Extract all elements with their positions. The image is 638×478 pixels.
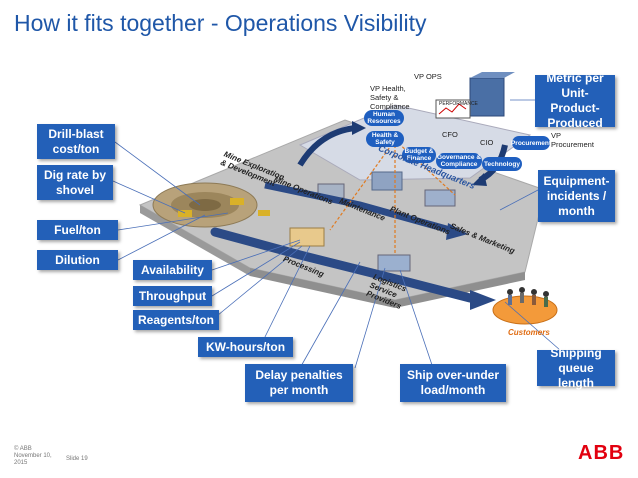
haul-truck-2 [230, 198, 244, 205]
cio-label: CIO [480, 138, 494, 147]
footer-date: November 10, 2015 [14, 453, 52, 466]
abb-logo: ABB [578, 442, 625, 464]
flow-arrow-upper [264, 181, 451, 234]
drill-blast-box: Drill-blast cost/ton [37, 124, 115, 159]
flow-arrow-main [210, 227, 475, 303]
human-resources-pill: Human Resources [364, 110, 404, 126]
technology-pill: Technology [482, 157, 522, 171]
procurement-pill: Procurement [511, 136, 551, 150]
dig-rate-box: Dig rate by shovel [37, 165, 113, 200]
platform-edge-right [250, 268, 525, 308]
budget-finance-pill: Budget & Finance [402, 147, 436, 163]
governance-pill: Governance & Compliance [436, 153, 482, 169]
page-title: How it fits together - Operations Visibi… [14, 10, 427, 36]
customers-label: Customers [508, 328, 550, 337]
vp-hsc-label: VP Health, Safety & Compliance [370, 84, 410, 111]
metric-per-unit-box: Metric per Unit-Product-Produced [535, 71, 615, 130]
haul-truck-3 [258, 210, 270, 216]
delay-penalties-box: Delay penalties per month [245, 364, 353, 402]
logistics-depot [377, 254, 411, 272]
vp-procurement-label: VP Procurement [551, 131, 594, 149]
shipping-queue-box: Shipping queue length [537, 346, 615, 390]
fuel-box: Fuel/ton [37, 220, 118, 240]
performance-label: PERFORMANCE [439, 101, 478, 107]
health-safety-pill: Health & Safety [366, 131, 404, 147]
hq-building [469, 77, 505, 117]
footer-copyright: © ABB [14, 446, 32, 452]
equipment-incidents-box: Equipment-incidents / month [538, 170, 615, 222]
vp-ops-label: VP OPS [414, 72, 442, 81]
throughput-box: Throughput [133, 286, 212, 306]
kw-hours-box: KW-hours/ton [198, 337, 293, 357]
availability-box: Availability [133, 260, 212, 280]
processing-plant [289, 227, 325, 247]
cfo-label: CFO [442, 130, 458, 139]
plant-building [371, 171, 403, 191]
footer-slide: Slide 19 [66, 456, 88, 462]
hq-arrow-left [297, 125, 356, 167]
haul-truck-1 [178, 210, 192, 217]
dilution-box: Dilution [37, 250, 118, 270]
sales-building [424, 189, 456, 207]
performance-board [435, 99, 471, 119]
ship-over-under-box: Ship over-under load/month [400, 364, 506, 402]
reagents-box: Reagents/ton [133, 310, 219, 330]
